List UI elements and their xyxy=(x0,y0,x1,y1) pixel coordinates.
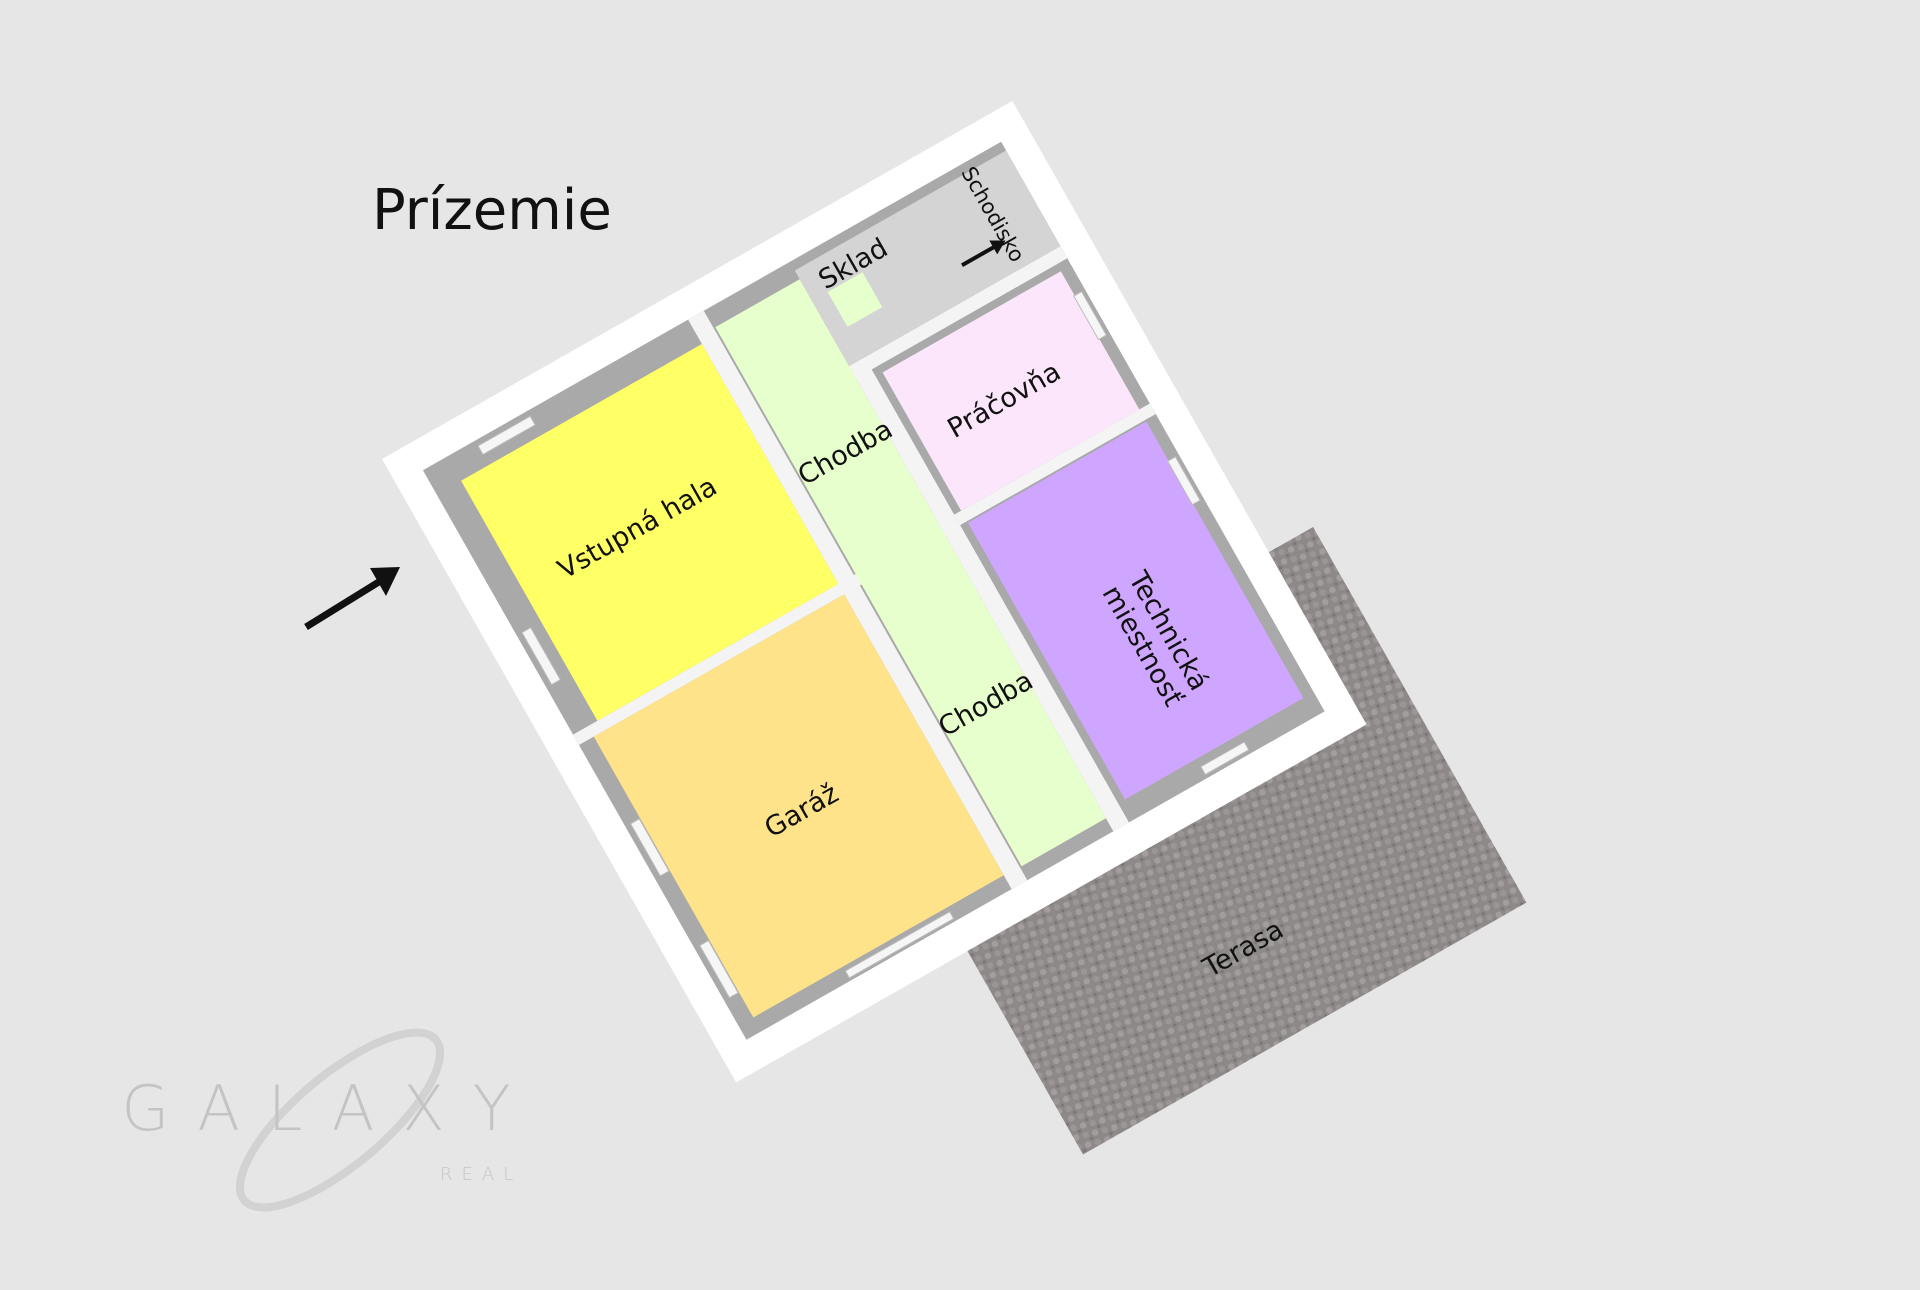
watermark-sub: REAL xyxy=(440,1164,522,1185)
room-pracovna xyxy=(882,271,1140,511)
room-technicka xyxy=(968,421,1304,800)
terrace xyxy=(869,526,1527,1155)
watermark-main: GALAXY xyxy=(121,1072,538,1145)
stairs-arrow-icon xyxy=(960,240,1006,267)
room-vstupna-hala xyxy=(461,343,839,721)
entrance-arrow-icon xyxy=(304,567,400,630)
watermark-logo: GALAXY REAL xyxy=(121,1028,538,1212)
room-chodba xyxy=(715,279,1106,867)
room-garaz xyxy=(593,594,1004,1018)
floor-title: Prízemie xyxy=(372,178,612,243)
room-sklad xyxy=(827,272,883,327)
